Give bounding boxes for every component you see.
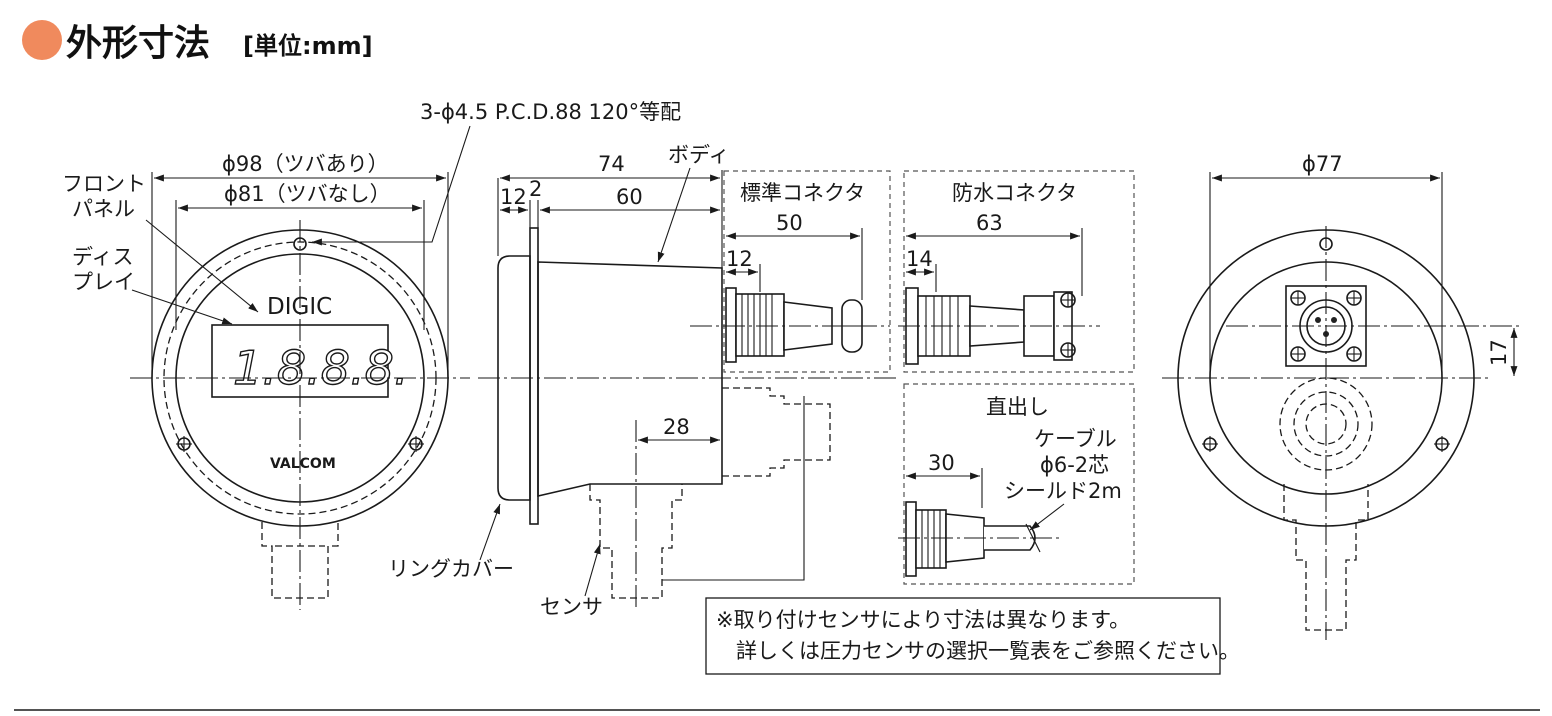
mounting-hole-icon xyxy=(176,436,192,452)
page-title: 外形寸法 xyxy=(66,23,210,64)
dim-wp-14: 14 xyxy=(906,247,933,271)
dim-direct-30: 30 xyxy=(928,451,955,475)
dim-wp-63: 63 xyxy=(976,211,1003,235)
label-body: ボディ xyxy=(668,143,730,167)
mounting-hole-icon xyxy=(408,436,424,452)
rear-flange-screw-icon xyxy=(1346,346,1362,362)
label-cable-1: ケーブル xyxy=(1034,427,1117,451)
rear-flange-screw-icon xyxy=(1346,290,1362,306)
label-waterproof-connector: 防水コネクタ xyxy=(952,181,1077,205)
dim-2: 2 xyxy=(529,177,542,201)
dim-28: 28 xyxy=(663,415,690,439)
dim-17: 17 xyxy=(1487,339,1511,366)
dim-std-50: 50 xyxy=(776,211,803,235)
label-front-panel-2: パネル xyxy=(72,197,135,221)
front-panel-side xyxy=(529,227,539,525)
waterproof-connector-panel: 防水コネクタ 63 14 xyxy=(898,170,1135,373)
display-digits: 1.8.8.8. xyxy=(233,341,409,395)
label-direct-out: 直出し xyxy=(986,395,1049,419)
direct-connector-side xyxy=(722,387,831,477)
dim-74: 74 xyxy=(598,152,625,176)
wp-screw-icon xyxy=(1060,292,1076,308)
side-view: 74 12 2 60 28 ボディ リングカバー センサ xyxy=(388,143,900,619)
note-box xyxy=(705,597,1221,675)
rear-mounting-hole-icon xyxy=(1202,436,1218,452)
label-cable-2: ϕ6-2芯 xyxy=(1040,453,1109,477)
dim-std-12: 12 xyxy=(726,247,753,271)
sensor-outline-side xyxy=(589,484,683,599)
label-sensor: センサ xyxy=(540,595,603,619)
std-connector-box xyxy=(723,170,891,373)
rear-view: ϕ77 17 xyxy=(1162,152,1520,640)
label-mounting-holes: 3-ϕ4.5 P.C.D.88 120°等配 xyxy=(420,100,681,124)
label-display-2: プレイ xyxy=(72,270,135,294)
dim-phi98: ϕ98（ツバあり） xyxy=(222,152,389,176)
wp-screw-icon xyxy=(1060,342,1076,358)
direct-out-box xyxy=(903,383,1135,585)
std-connector-panel: 標準コネクタ 50 12 xyxy=(690,170,891,373)
ring-cover-side xyxy=(497,255,531,501)
label-ring-cover: リングカバー xyxy=(388,557,514,581)
title-bullet-icon xyxy=(22,20,62,60)
dim-12: 12 xyxy=(500,185,527,209)
note-line-1: ※取り付けセンサにより寸法は異なります。 xyxy=(716,608,1130,632)
label-cable-3: シールド2m xyxy=(1004,479,1122,503)
brand-valcom-logo: VALCOM xyxy=(270,456,336,472)
unit-label: [単位:mm] xyxy=(243,32,373,60)
rear-flange-screw-icon xyxy=(1290,290,1306,306)
note-line-2: 詳しくは圧力センサの選択一覧表をご参照ください。 xyxy=(736,639,1240,663)
label-display-1: ディス xyxy=(72,245,134,269)
rear-flange-screw-icon xyxy=(1290,346,1306,362)
label-front-panel-1: フロント xyxy=(62,172,146,196)
rear-mounting-hole-icon xyxy=(1434,436,1450,452)
dim-phi81: ϕ81（ツバなし） xyxy=(224,182,391,206)
direct-out-panel: 直出し ケーブル ϕ6-2芯 シールド2m 30 xyxy=(898,383,1135,585)
label-std-connector: 標準コネクタ xyxy=(740,181,865,205)
body-side xyxy=(537,261,723,498)
cable-gland-nut xyxy=(915,509,947,569)
dim-phi77: ϕ77 xyxy=(1302,152,1343,176)
dim-60: 60 xyxy=(616,185,643,209)
front-view: 1.8.8.8. DIGIC VALCOM ϕ98（ツバあり） ϕ81（ツバなし… xyxy=(62,100,681,610)
